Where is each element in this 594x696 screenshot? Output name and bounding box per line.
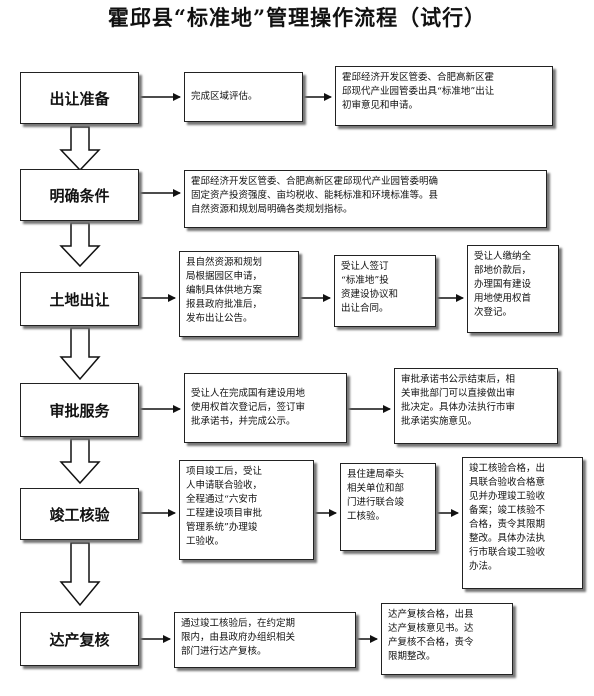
stage-box-tu-di-chu-rang: 土地出让 [20,272,139,326]
note-text: 审批承诺书公示结束后，相 关审批部门可以直接做出审 批决定。具体办法执行市审 批… [401,374,516,427]
stage-label: 竣工核验 [49,505,110,524]
stage-box-shen-pi-fu-wu: 审批服务 [20,383,139,437]
down-arrow [59,126,101,172]
stage-box-da-chan-fu-he: 达产复核 [20,612,139,666]
note-text: 县住建局牵头 相关单位和部 门进行联合竣 工核验。 [347,469,405,522]
note-text: 通过竣工核验后，在约定期 限内，由县政府办组织相关 部门进行达产复核。 [181,618,296,657]
note-text: 县自然资源和规划 局根据园区申请， 编制具体供地方案 报县政府批准后， 发布出让… [186,257,263,324]
down-arrow [59,222,101,268]
note-text: 竣工核验合格，出 具联合验收合格意 见并办理竣工验收 备案；竣工核验不 合格，责… [469,463,546,572]
stage-label: 审批服务 [49,401,110,420]
note-text: 受让人签订 “标准地”投 资建设协议和 出让合同。 [341,261,399,314]
note-text: 达产复核合格，出县 达产复核意见书。达 产复核不合格，责令 限期整改。 [388,609,474,662]
down-arrow [59,438,101,485]
stage-label: 土地出让 [49,290,110,309]
stage-label: 出让准备 [49,89,110,108]
note-box: 通过竣工核验后，在约定期 限内，由县政府办组织相关 部门进行达产复核。 [174,612,356,668]
note-box: 竣工核验合格，出 具联合验收合格意 见并办理竣工验收 备案；竣工核验不 合格，责… [462,457,583,589]
note-box: 县自然资源和规划 局根据园区申请， 编制具体供地方案 报县政府批准后， 发布出让… [179,251,299,337]
note-box: 受让人签订 “标准地”投 资建设协议和 出让合同。 [334,255,436,327]
note-text: 完成区域评估。 [191,91,258,102]
note-box: 霍邱经济开发区管委、合肥高新区霍 邱现代产业园管委出具“标准地”出让 初审意见和… [335,66,553,126]
down-arrow [59,542,101,607]
note-text: 受让人缴纳全 部地价款后， 办理国有建设 用地使用权首 次登记。 [474,251,532,318]
page-title: 霍邱县“标准地”管理操作流程（试行） [107,5,487,30]
note-box: 受让人缴纳全 部地价款后， 办理国有建设 用地使用权首 次登记。 [467,245,559,333]
note-box: 县住建局牵头 相关单位和部 门进行联合竣 工核验。 [340,463,436,551]
down-arrow [59,327,101,381]
note-text: 项目竣工后，受让 人申请联合验收， 全程通过“六安市 工程建设项目审批 管理系统… [186,466,263,547]
stage-label: 明确条件 [49,186,110,205]
note-box: 达产复核合格，出县 达产复核意见书。达 产复核不合格，责令 限期整改。 [381,603,513,675]
stage-label: 达产复核 [49,630,110,649]
note-box: 完成区域评估。 [184,72,303,122]
note-box: 受让人在完成国有建设用地 使用权首次登记后，签订审 批承诺书，并完成公示。 [184,373,347,443]
note-text: 霍邱经济开发区管委、合肥高新区霍邱现代产业园管委明确 固定资产投资强度、亩均税收… [191,176,439,215]
note-box: 项目竣工后，受让 人申请联合验收， 全程通过“六安市 工程建设项目审批 管理系统… [179,460,314,560]
note-box: 审批承诺书公示结束后，相 关审批部门可以直接做出审 批决定。具体办法执行市审 批… [394,368,558,444]
stage-box-chu-rang-zhun-bei: 出让准备 [20,72,139,124]
stage-box-jun-gong-he-yan: 竣工核验 [20,488,139,540]
note-box: 霍邱经济开发区管委、合肥高新区霍邱现代产业园管委明确 固定资产投资强度、亩均税收… [184,170,547,228]
note-text: 受让人在完成国有建设用地 使用权首次登记后，签订审 批承诺书，并完成公示。 [191,388,306,427]
note-text: 霍邱经济开发区管委、合肥高新区霍 邱现代产业园管委出具“标准地”出让 初审意见和… [342,72,495,111]
stage-box-ming-que-tiao-jian: 明确条件 [20,169,139,221]
